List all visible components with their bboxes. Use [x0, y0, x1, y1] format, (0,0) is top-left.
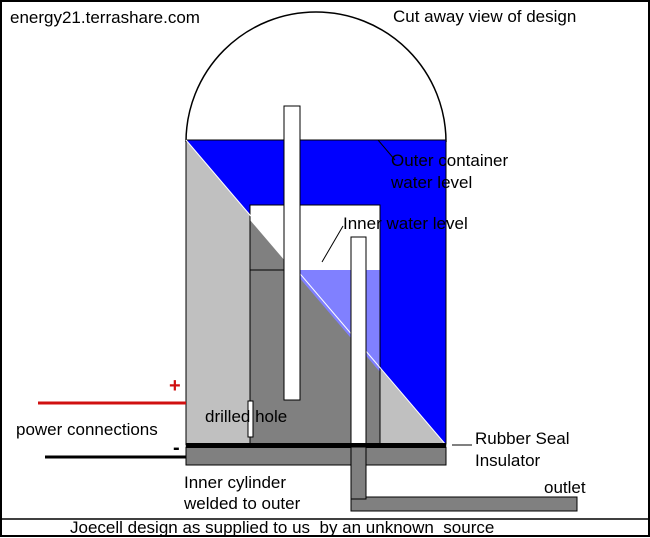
leader-outer-level	[377, 139, 396, 161]
drilled-hole	[247, 400, 254, 438]
label-rubber-2: Insulator	[475, 451, 541, 470]
dome-cap	[185, 11, 447, 143]
inner-cylinder-section	[250, 220, 380, 445]
label-outer-level-2: water level	[391, 173, 473, 192]
label-inner-level: Inner water level	[343, 214, 468, 233]
caption: Joecell design as supplied to us by an u…	[70, 518, 495, 537]
label-power-connections: power connections	[16, 420, 158, 439]
label-minus: -	[173, 437, 180, 459]
label-inner-cylinder-1: Inner cylinder	[184, 473, 287, 492]
label-rubber-1: Rubber Seal	[475, 429, 570, 448]
label-plus: +	[169, 375, 181, 397]
center-rod	[283, 105, 301, 401]
cutaway-diagonal	[185, 139, 447, 446]
label-outlet: outlet	[544, 478, 586, 497]
label-drilled-hole: drilled hole	[205, 407, 288, 426]
diagram-title: Cut away view of design	[393, 7, 577, 26]
base-plate	[185, 446, 447, 466]
outlet-pipe-through-base	[350, 446, 367, 500]
label-outer-level-1: Outer container	[391, 151, 509, 170]
site-url: energy21.terrashare.com	[10, 8, 200, 27]
leader-inner-level	[321, 225, 344, 263]
label-inner-cylinder-2: welded to outer	[184, 494, 301, 513]
rubber-seal	[186, 443, 446, 448]
outlet-pipe-horizontal	[350, 496, 578, 512]
